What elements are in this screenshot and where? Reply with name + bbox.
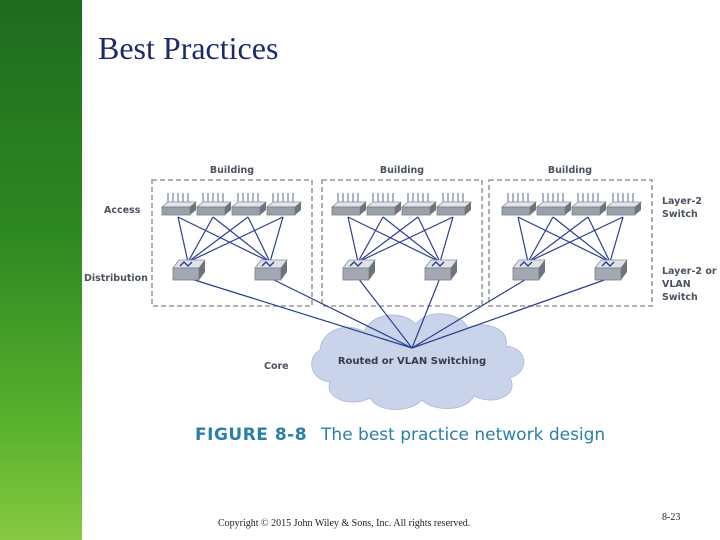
layer2-or-vlan-label-line3: Switch (662, 292, 698, 303)
access-distribution-link (269, 216, 284, 263)
multilayer-switch-icon (254, 259, 288, 281)
access-distribution-link (357, 216, 454, 263)
slide-accent-bar (0, 0, 82, 540)
access-distribution-link (439, 216, 454, 263)
core-cloud-label: Routed or VLAN Switching (338, 356, 486, 367)
core-uplinks (187, 277, 611, 349)
figure-number: FIGURE 8-8 (195, 425, 308, 445)
building-box-3 (488, 179, 653, 307)
building-box-1 (151, 179, 313, 307)
access-distribution-link (247, 216, 271, 263)
multilayer-switch-icon (594, 259, 628, 281)
access-distribution-link (357, 216, 384, 263)
multilayer-switch-icon (342, 259, 376, 281)
layer2-switch-icon (400, 193, 438, 216)
layer2-switch-icon (435, 193, 473, 216)
layer2-switch-icon (500, 193, 538, 216)
distribution-label: Distribution (84, 273, 148, 284)
layer2-switch-icon (195, 193, 233, 216)
access-distribution-link (212, 216, 271, 263)
core-uplink (411, 277, 441, 349)
building-box-2 (321, 179, 483, 307)
multilayer-switch-icon (512, 259, 546, 281)
access-distribution-link (517, 216, 529, 263)
network-links (177, 216, 624, 263)
core-uplink (357, 277, 413, 349)
layer2-or-vlan-label-line1: Layer-2 or (662, 266, 717, 277)
access-distribution-link (552, 216, 611, 263)
copyright-text: Copyright © 2015 John Wiley & Sons, Inc.… (218, 518, 471, 529)
access-distribution-link (177, 216, 271, 263)
layer2-switch-label-line2: Switch (662, 209, 698, 220)
page-number: 8-23 (662, 512, 681, 523)
building-label-1: Building (210, 165, 254, 176)
multilayer-switch-icon (172, 259, 206, 281)
building-label-3: Building (548, 165, 592, 176)
core-uplink (187, 277, 413, 349)
access-label: Access (104, 205, 141, 216)
slide-title: Best Practices (98, 30, 279, 66)
access-distribution-link (609, 216, 624, 263)
multilayer-switch-icon (424, 259, 458, 281)
layer2-switch-icon (535, 193, 573, 216)
figure-caption: FIGURE 8-8 The best practice network desi… (195, 425, 605, 445)
access-distribution-link (382, 216, 441, 263)
network-diagram: Building Building Building Access Distri… (84, 165, 717, 411)
network-design-figure: Building Building Building Access Distri… (82, 150, 720, 450)
layer2-switch-icon (570, 193, 608, 216)
core-uplink (411, 277, 529, 349)
access-distribution-link (347, 216, 441, 263)
access-distribution-link (527, 216, 589, 263)
core-uplink (411, 277, 611, 349)
access-distribution-link (187, 216, 214, 263)
layer2-switch-icon (265, 193, 303, 216)
access-distribution-link (527, 216, 554, 263)
access-distribution-link (587, 216, 611, 263)
layer2-switch-icon (605, 193, 643, 216)
access-distribution-link (357, 216, 419, 263)
layer2-switch-icon (330, 193, 368, 216)
building-label-2: Building (380, 165, 424, 176)
layer2-switch-icon (230, 193, 268, 216)
layer2-switch-label-line1: Layer-2 (662, 196, 702, 207)
access-distribution-link (527, 216, 624, 263)
access-distribution-link (187, 216, 284, 263)
layer2-switch-icon (160, 193, 198, 216)
access-distribution-link (177, 216, 189, 263)
core-label: Core (264, 361, 289, 372)
access-switches (160, 193, 643, 216)
access-distribution-link (347, 216, 359, 263)
access-distribution-link (187, 216, 249, 263)
core-uplink (269, 277, 413, 349)
access-distribution-link (517, 216, 611, 263)
core-cloud-icon (311, 313, 525, 411)
layer2-or-vlan-label-line2: VLAN (662, 279, 691, 290)
access-distribution-link (417, 216, 441, 263)
distribution-switches (172, 259, 628, 281)
figure-caption-text: The best practice network design (321, 425, 606, 445)
layer2-switch-icon (365, 193, 403, 216)
